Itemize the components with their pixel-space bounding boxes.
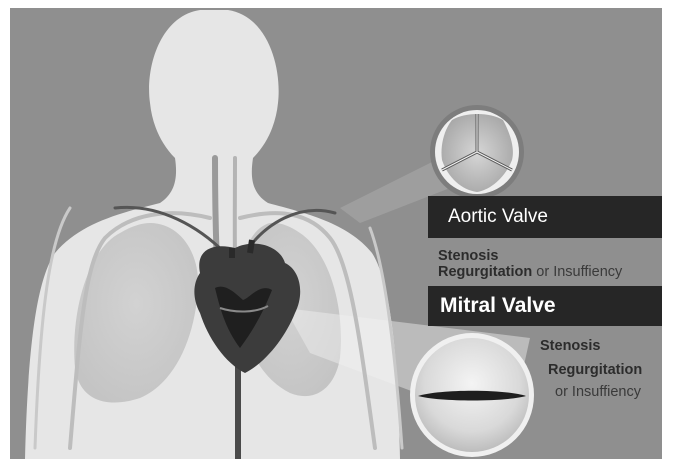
mitral-valve-illustration: [410, 333, 534, 457]
mitral-regurgitation-label: Regurgitation: [548, 362, 642, 378]
mitral-valve-title: Mitral Valve: [440, 294, 556, 318]
aortic-stenosis-label: Stenosis: [438, 248, 498, 264]
aortic-regurgitation-label: Regurgitation: [438, 264, 532, 280]
aortic-valve-title: Aortic Valve: [448, 206, 548, 228]
body-silhouette: [25, 10, 400, 459]
mitral-valve-banner: Mitral Valve: [428, 286, 662, 326]
aortic-valve-banner: Aortic Valve: [428, 196, 662, 238]
aortic-insufficiency-label: or Insuffiency: [532, 264, 622, 280]
mitral-stenosis-label: Stenosis: [540, 338, 600, 354]
illustration-frame: Aortic Valve Stenosis Regurgitation or I…: [10, 8, 662, 459]
mitral-insufficiency-label: or Insuffiency: [555, 384, 641, 400]
aortic-regurgitation-line: Regurgitation or Insuffiency: [438, 264, 622, 280]
aortic-valve-illustration: [430, 105, 524, 199]
